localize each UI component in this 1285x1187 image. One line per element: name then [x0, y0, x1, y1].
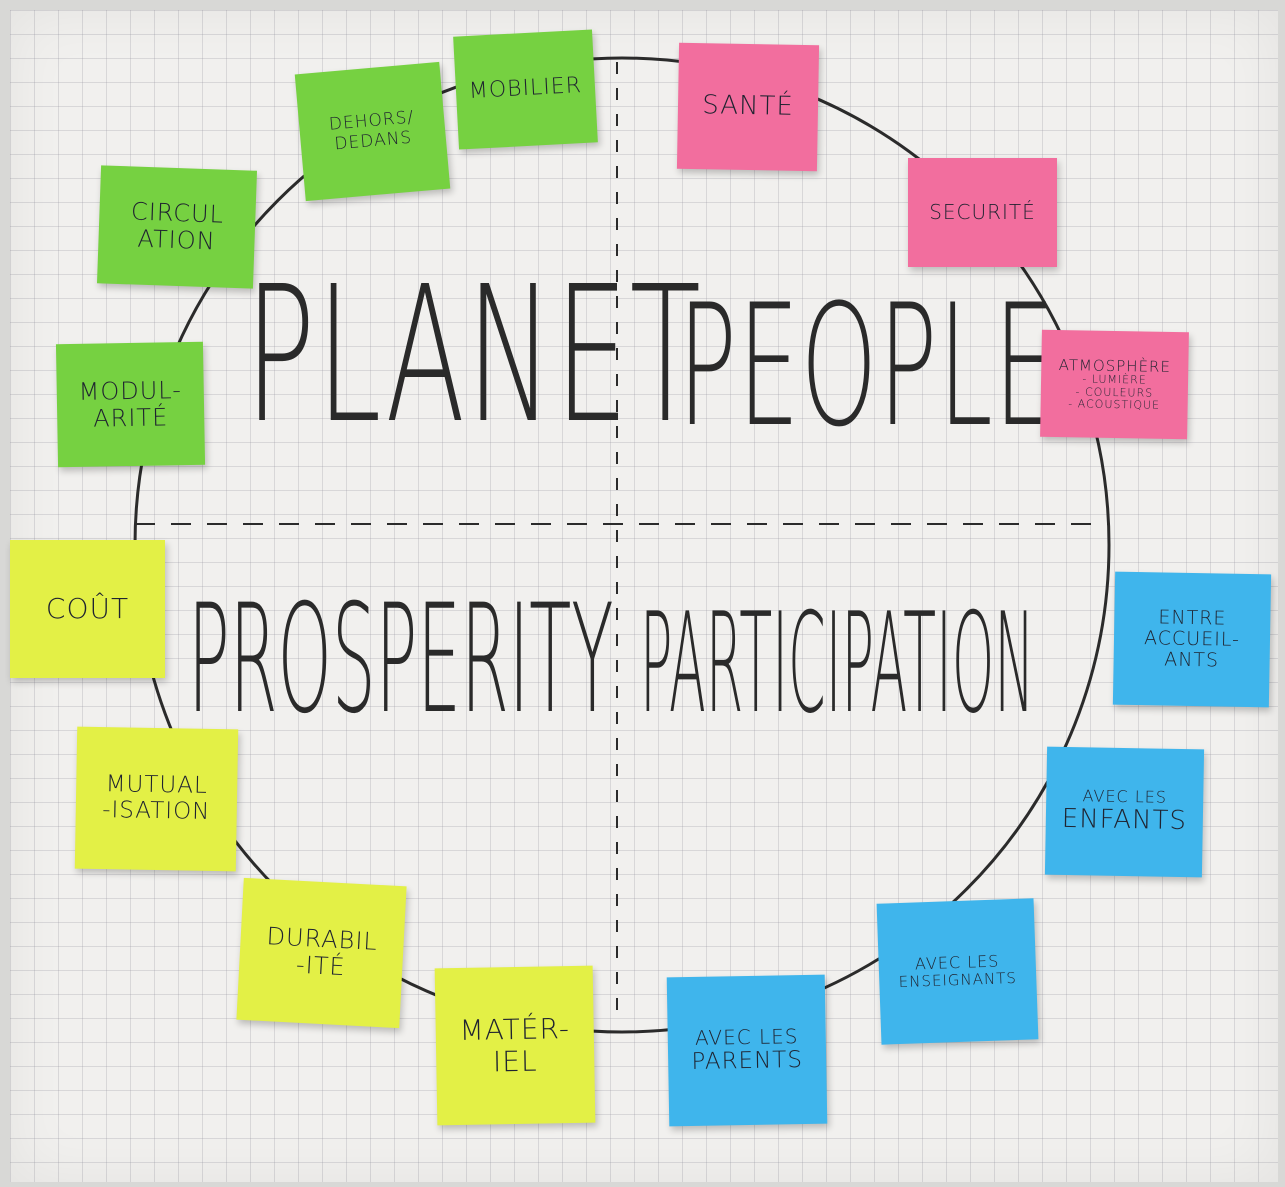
- note-text: MUTUAL: [105, 771, 209, 800]
- note-atmosphere: ATMOSPHÈRE - LUMIÈRE - COULEURS - ACOUST…: [1040, 329, 1189, 440]
- note-text: ATION: [137, 224, 217, 256]
- note-text: MODUL-: [78, 375, 183, 406]
- note-dehors-dedans: DEHORS/ DEDANS: [294, 61, 451, 202]
- quadrant-label-planet: PLANET: [245, 246, 703, 465]
- note-entre-accueillants: ENTRE ACCUEIL- ANTS: [1112, 571, 1272, 708]
- note-text: ANTS: [1163, 648, 1220, 672]
- note-materiel: MATÉR- IEL: [434, 965, 596, 1126]
- note-circulation: CIRCUL ATION: [96, 165, 258, 289]
- quadrant-label-participation: PARTICIPATION: [640, 583, 1035, 744]
- note-cout: COÛT: [10, 540, 165, 678]
- note-avec-enseignants: AVEC LES ENSEIGNANTS: [876, 898, 1039, 1045]
- note-mutualisation: MUTUAL -ISATION: [74, 726, 239, 872]
- note-text: ENSEIGNANTS: [898, 968, 1018, 992]
- note-text: - ACOUSTIQUE: [1068, 397, 1161, 412]
- note-durabilite: DURABIL -ITÉ: [236, 877, 407, 1029]
- note-text: ACCUEIL-: [1143, 627, 1241, 651]
- note-text: ARITÉ: [92, 402, 169, 433]
- note-text: IEL: [492, 1044, 538, 1078]
- note-text: COÛT: [45, 592, 130, 626]
- quadrant-label-people: PEOPLE: [678, 268, 1057, 464]
- note-sante: SANTÉ: [676, 42, 820, 172]
- note-text: -ISATION: [101, 797, 211, 825]
- note-avec-enfants: AVEC LES ENFANTS: [1044, 746, 1205, 878]
- quadrant-label-prosperity: PROSPERITY: [188, 573, 614, 747]
- note-securite: SECURITÉ: [908, 158, 1057, 267]
- note-text: SECURITÉ: [929, 200, 1036, 225]
- note-avec-parents: AVEC LES PARENTS: [666, 974, 828, 1127]
- note-text: -ITÉ: [295, 950, 347, 982]
- note-text: SANTÉ: [701, 90, 795, 123]
- note-text: ENFANTS: [1061, 804, 1188, 837]
- note-text: MATÉR-: [459, 1012, 571, 1048]
- note-mobilier: MOBILIER: [453, 29, 598, 150]
- note-text: AVEC LES: [694, 1024, 799, 1051]
- note-text: DURABIL: [265, 922, 379, 957]
- note-text: MOBILIER: [468, 73, 583, 105]
- note-text: ENTRE: [1158, 606, 1227, 630]
- note-modularite: MODUL- ARITÉ: [55, 341, 206, 468]
- note-text: PARENTS: [691, 1046, 804, 1075]
